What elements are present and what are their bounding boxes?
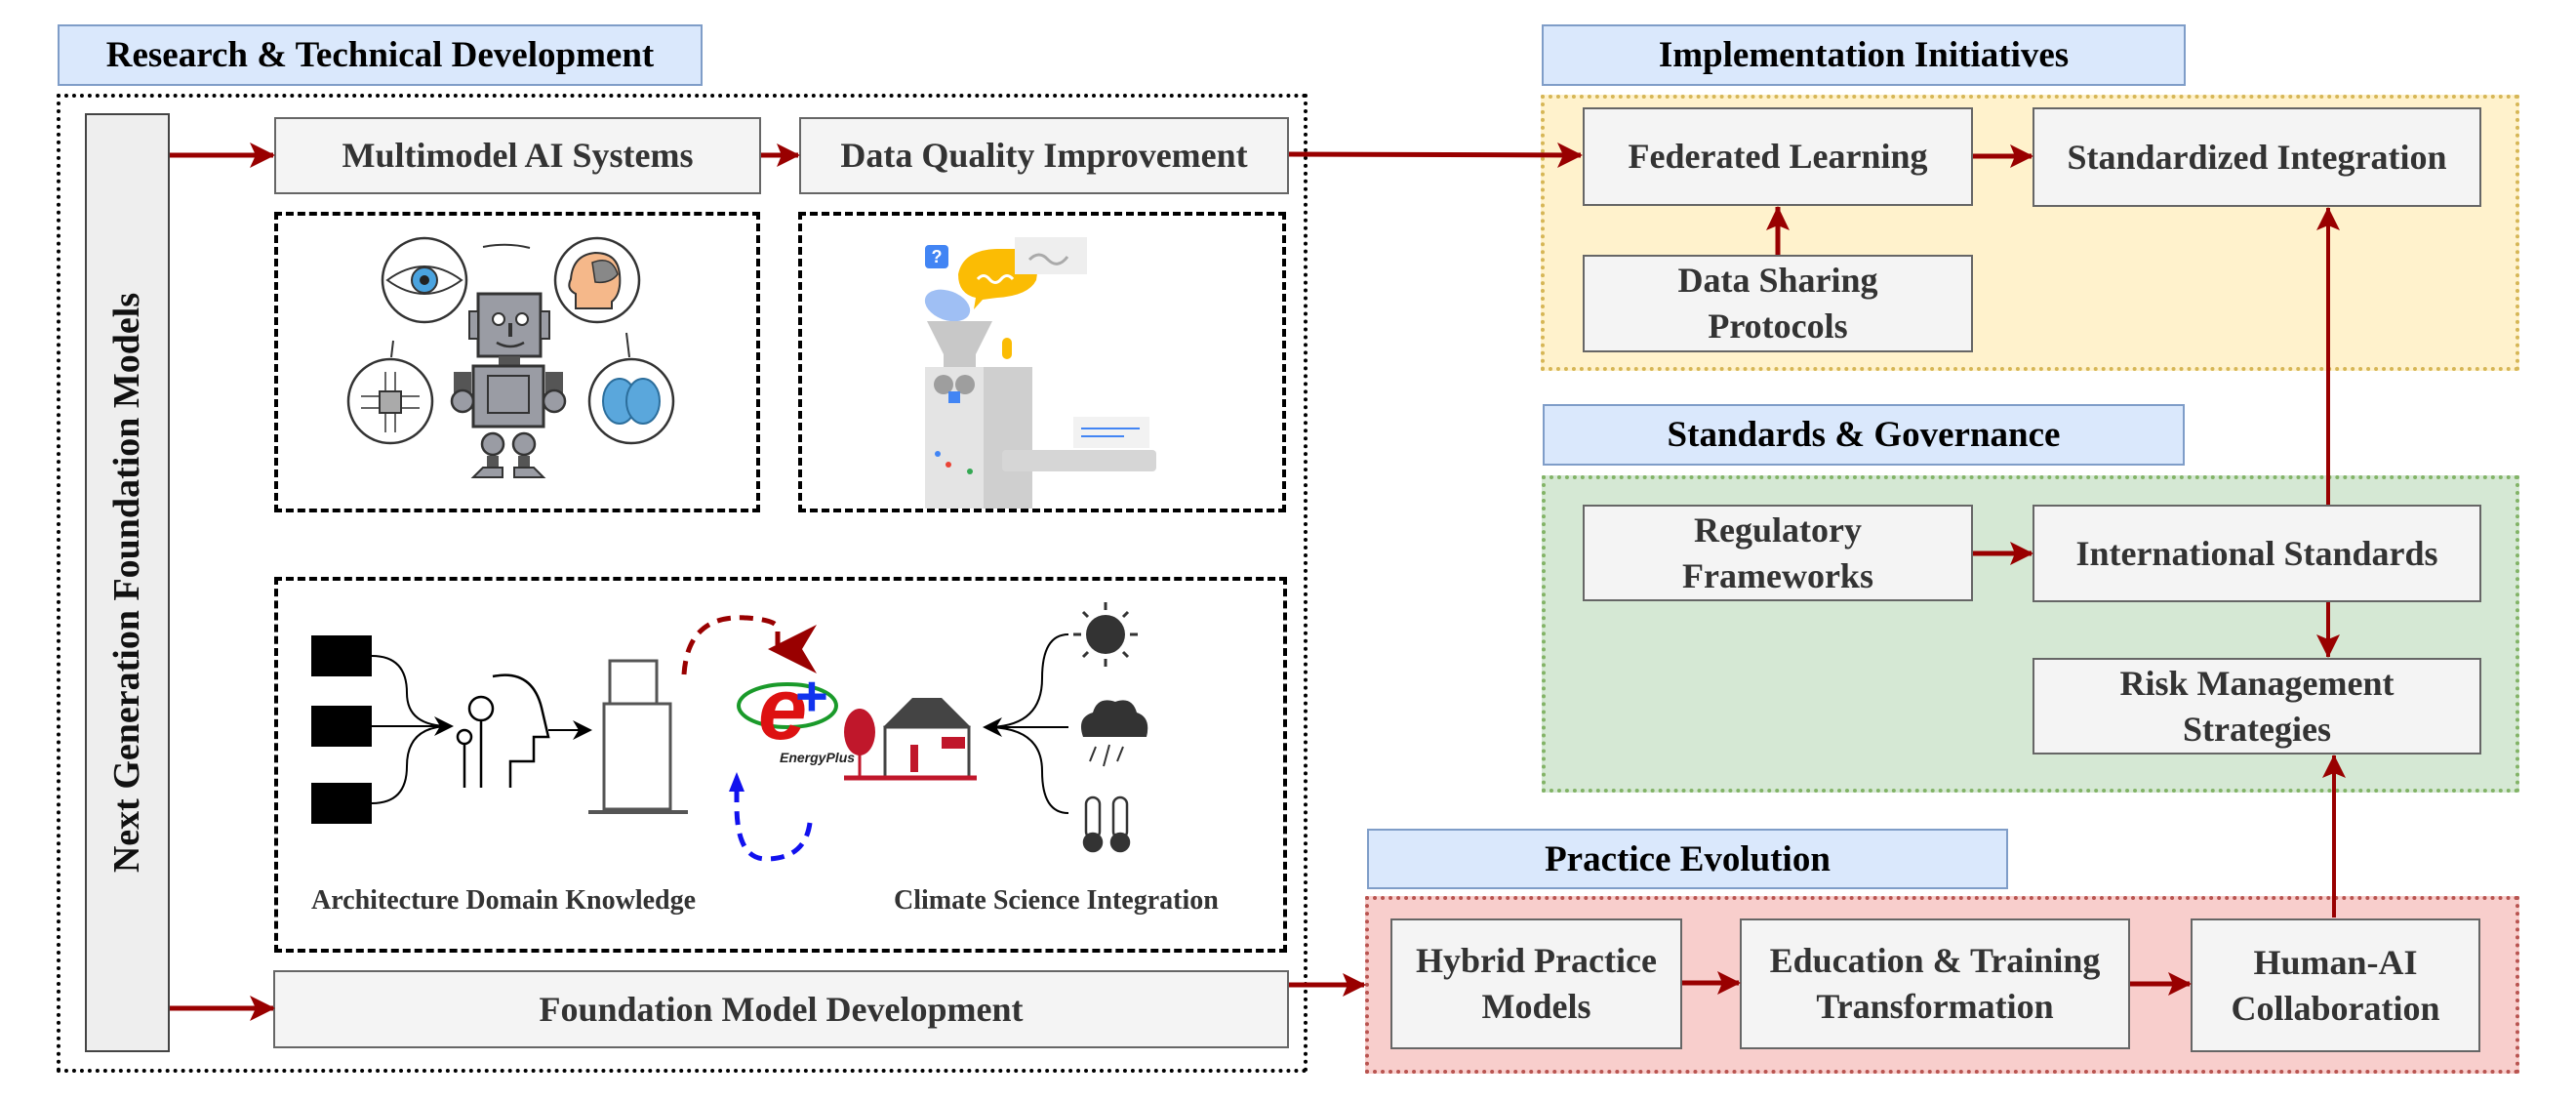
- house-with-tree-icon: [844, 698, 977, 781]
- dashed-flow-arrow-blue: [734, 779, 813, 862]
- human-ai-line1: Human-AI: [2253, 942, 2418, 982]
- brain-icon: [587, 357, 675, 445]
- svg-text:+: +: [795, 665, 828, 728]
- education-line1: Education & Training: [1769, 941, 2101, 981]
- domain-integration-illustration: e + EnergyPlus: [311, 602, 1148, 862]
- risk-line1: Risk Management: [2119, 663, 2395, 703]
- energyplus-logo-icon: e + EnergyPlus: [737, 661, 855, 765]
- multimodel-ai-systems-node[interactable]: Multimodel AI Systems: [274, 117, 761, 194]
- standardized-integration-node[interactable]: Standardized Integration: [2033, 107, 2481, 207]
- regulatory-line2: Frameworks: [1682, 555, 1873, 595]
- data-quality-illustration-frame: ?: [798, 212, 1286, 512]
- vertical-label: Next Generation Foundation Models: [106, 292, 148, 874]
- data-machine-illustration: ?: [924, 237, 1156, 509]
- input-block-1: [311, 635, 372, 676]
- data-quality-improvement-node[interactable]: Data Quality Improvement: [799, 117, 1289, 194]
- education-line2: Transformation: [1816, 987, 2054, 1026]
- regulatory-frameworks-node[interactable]: Regulatory Frameworks: [1583, 505, 1973, 601]
- risk-management-strategies-node[interactable]: Risk Management Strategies: [2033, 658, 2481, 754]
- capsule-icon: [924, 289, 971, 322]
- human-ai-line2: Collaboration: [2231, 988, 2440, 1028]
- thermometer-icon: [1082, 795, 1131, 853]
- data-sharing-protocols-node[interactable]: Data Sharing Protocols: [1583, 255, 1973, 352]
- alarm-light-icon: [1002, 338, 1012, 359]
- hybrid-practice-models-node[interactable]: Hybrid Practice Models: [1390, 918, 1682, 1049]
- head-with-gear-icon: [553, 236, 641, 324]
- climate-science-integration-caption: Climate Science Integration: [894, 885, 1219, 916]
- human-ai-collaboration-node[interactable]: Human-AI Collaboration: [2191, 918, 2480, 1052]
- circuit-chip-icon: [346, 357, 434, 445]
- ai-systems-illustration-frame: [274, 212, 760, 512]
- research-section-title: Research & Technical Development: [58, 24, 703, 86]
- funnel-icon: [927, 321, 992, 367]
- data-sharing-line1: Data Sharing: [1677, 261, 1878, 301]
- sun-icon: [1073, 602, 1138, 667]
- svg-text:EnergyPlus: EnergyPlus: [780, 750, 855, 765]
- international-standards-node[interactable]: International Standards: [2033, 505, 2481, 602]
- eye-icon: [381, 236, 468, 324]
- conveyor-belt: [1002, 450, 1156, 471]
- building-icon: [588, 659, 688, 814]
- federated-learning-node[interactable]: Federated Learning: [1583, 107, 1973, 206]
- ai-head-icon: [456, 673, 550, 788]
- waveform-card-icon: [1015, 237, 1087, 274]
- risk-line2: Strategies: [2183, 709, 2331, 749]
- practice-section-title: Practice Evolution: [1367, 829, 2008, 889]
- hybrid-line1: Hybrid Practice: [1416, 941, 1657, 981]
- svg-text:?: ?: [932, 247, 943, 266]
- input-block-3: [311, 783, 372, 824]
- domain-integration-frame: e + EnergyPlus: [274, 577, 1287, 953]
- svg-text:e: e: [758, 661, 807, 758]
- regulatory-line1: Regulatory: [1694, 510, 1862, 550]
- standards-section-title: Standards & Governance: [1543, 404, 2185, 466]
- input-block-2: [311, 706, 372, 747]
- foundation-model-development-node[interactable]: Foundation Model Development: [273, 970, 1289, 1048]
- implementation-section-title: Implementation Initiatives: [1542, 24, 2186, 86]
- data-sharing-line2: Protocols: [1708, 306, 1848, 346]
- dashed-flow-arrow-red: [681, 615, 817, 675]
- machine-body: [925, 367, 984, 509]
- robot-illustration: [346, 236, 675, 478]
- education-training-transformation-node[interactable]: Education & Training Transformation: [1740, 918, 2130, 1049]
- question-bubble-icon: [925, 245, 948, 268]
- robot-icon: [450, 292, 567, 478]
- arrow-dataquality-to-federated: [1288, 151, 1582, 158]
- hybrid-line2: Models: [1481, 987, 1591, 1026]
- architecture-domain-knowledge-caption: Architecture Domain Knowledge: [311, 885, 697, 916]
- research-group-container: [57, 94, 1308, 1073]
- document-card: [1073, 417, 1149, 448]
- next-generation-foundation-models-bar[interactable]: Next Generation Foundation Models: [85, 113, 170, 1052]
- storm-cloud-icon: [1080, 700, 1148, 767]
